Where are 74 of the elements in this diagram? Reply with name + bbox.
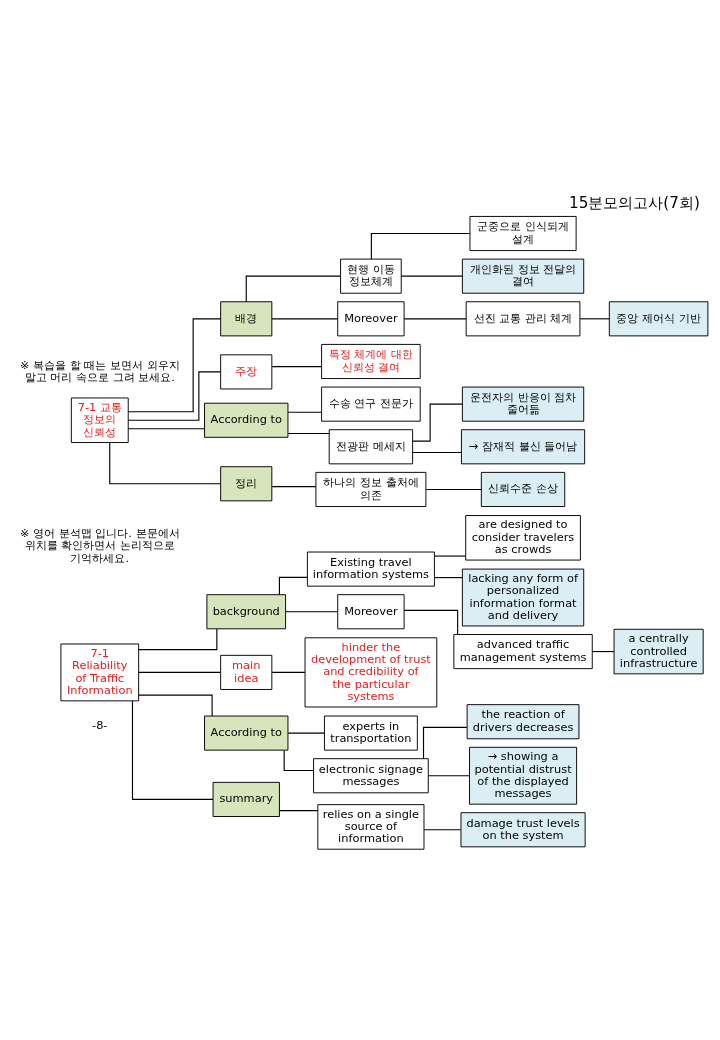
connector — [403, 609, 459, 635]
node-box: 현행 이동 정보체계 — [340, 258, 402, 294]
label: ※ 영어 분석맵 입니다. 본문에서 위치를 확인하면서 논리적으로 기억하세요. — [19, 525, 180, 565]
connector — [412, 451, 462, 453]
node-box: experts in transportation — [323, 715, 418, 751]
node-box: 수송 연구 전문가 — [321, 386, 421, 422]
diagram-title: 15분모의고사(7회) — [569, 193, 700, 212]
node-box: Moreover — [337, 300, 405, 336]
label: ※ 복습을 할 때는 보면서 외우지 말고 머리 속으로 그려 보세요. — [19, 357, 180, 384]
node-box: the reaction of drivers decreases — [466, 703, 580, 739]
node-box: According to — [204, 402, 289, 438]
node-box: 운전자의 반응이 점차 줄어듦 — [461, 386, 585, 422]
connector — [127, 370, 222, 421]
connector — [283, 749, 315, 771]
connector — [287, 732, 325, 734]
node-box: a centrally controlled infrastructure — [613, 628, 704, 674]
connector — [138, 694, 213, 716]
connector — [285, 610, 339, 612]
connector — [127, 317, 222, 412]
connector — [131, 699, 214, 800]
node-box: 정리 — [220, 465, 273, 501]
connector — [287, 411, 323, 413]
connector — [287, 432, 330, 434]
connector — [271, 671, 306, 673]
connector — [127, 427, 205, 429]
node-box: 배경 — [220, 300, 273, 336]
node-box: electronic signage messages — [313, 757, 429, 793]
node-box: lacking any form of personalized information format and delivery — [461, 568, 585, 626]
node-box: → showing a potential distrust of the displayed messages — [469, 746, 578, 805]
node-box: background — [206, 593, 287, 629]
node-box: summary — [212, 781, 280, 817]
node-box: 군중으로 인식되게 설계 — [469, 215, 577, 251]
node-box: main idea — [220, 654, 273, 690]
connector — [591, 650, 615, 652]
node-box: damage trust levels on the system — [460, 811, 586, 847]
node-box: are designed to consider travelers as crowds — [465, 514, 581, 561]
connector — [278, 576, 308, 595]
node-box: → 잠재적 불신 들어남 — [460, 428, 586, 464]
node-box: 신뢰수준 손상 — [480, 471, 566, 507]
connector — [422, 726, 468, 759]
connector — [425, 488, 482, 490]
node-box: 주장 — [220, 353, 273, 389]
connector — [138, 627, 218, 650]
connector — [434, 554, 467, 557]
node-box: hinder the development of trust and credibility of the particular systems — [304, 636, 438, 707]
node-box: relies on a single source of information — [317, 803, 425, 850]
node-box: 7-1 교통 정보의 신뢰성 — [70, 397, 129, 443]
connector — [271, 317, 339, 319]
connector — [245, 275, 341, 302]
node-box: 전광판 메세지 — [328, 428, 414, 464]
connector — [138, 671, 221, 673]
node-box: Existing travel information systems — [306, 551, 435, 587]
connector — [427, 774, 471, 776]
connector — [271, 365, 322, 367]
node-box: 선진 교통 관리 체계 — [465, 300, 581, 336]
connector — [271, 485, 317, 487]
connector — [423, 828, 462, 830]
connector — [370, 232, 471, 260]
connector — [579, 317, 610, 319]
connector — [109, 441, 222, 484]
node-box: 특정 체계에 대한 신뢰성 결여 — [321, 343, 421, 379]
connector — [400, 275, 463, 277]
node-box: 개인화된 정보 전달의 결여 — [461, 258, 585, 294]
node-box: advanced traffic management systems — [453, 633, 593, 669]
connector — [279, 809, 319, 811]
node-box: 하나의 정보 출처에 의존 — [315, 471, 427, 507]
label: -8- — [92, 717, 108, 732]
node-box: According to — [204, 715, 289, 751]
connector — [434, 576, 463, 578]
node-box: 7-1 Reliability of Traffic Information — [60, 643, 140, 701]
node-box: Moreover — [337, 593, 405, 629]
connector — [403, 317, 467, 319]
node-box: 중앙 제어식 기반 — [608, 300, 709, 336]
connector — [412, 403, 463, 442]
